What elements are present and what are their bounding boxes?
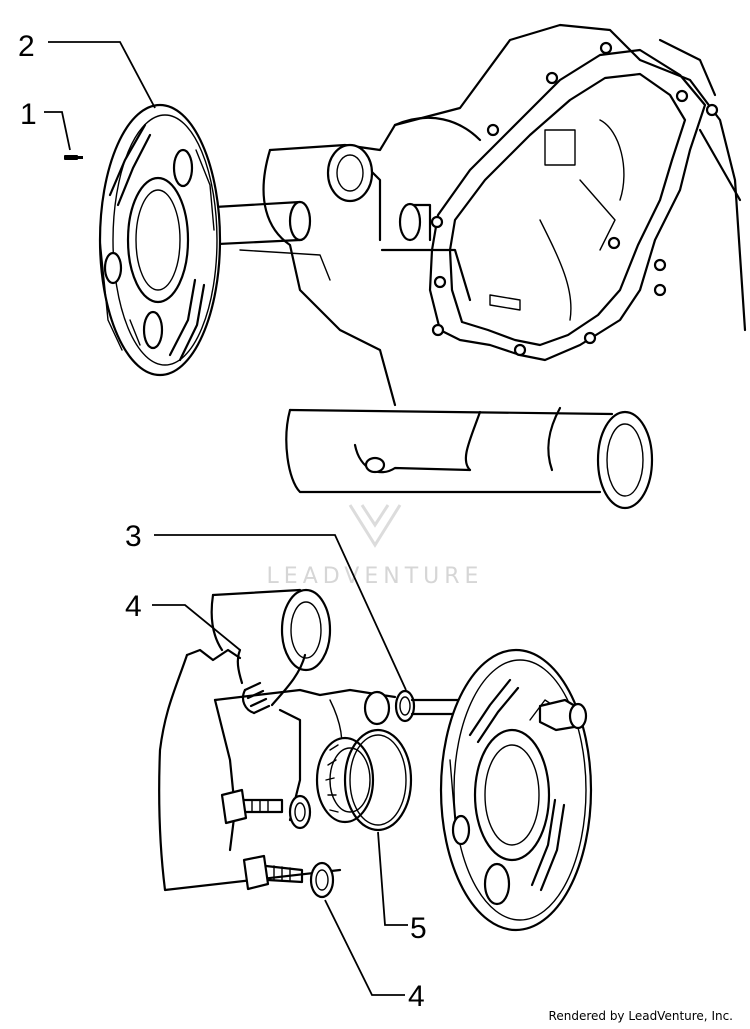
watermark-text: LEADVENTURE (267, 564, 484, 589)
callout-1-label: 1 (20, 98, 37, 131)
return-spring (236, 648, 307, 715)
callout-3-label: 4 (125, 590, 142, 623)
callout-4-upper: 3 (125, 520, 407, 691)
o-ring-shaft (394, 689, 416, 723)
callout-4-lower-label: 4 (408, 980, 425, 1013)
callout-5-label: 5 (410, 912, 427, 945)
callout-5: 5 (377, 831, 427, 945)
stud-lower (242, 854, 304, 891)
callout-4-upper-label: 3 (125, 520, 142, 553)
callout-1: 1 (20, 98, 71, 151)
footer-credit: Rendered by LeadVenture, Inc. (549, 1009, 733, 1023)
o-ring-lower (309, 861, 335, 899)
snap-ring (343, 728, 413, 832)
callout-4-lower: 4 (324, 899, 425, 1013)
housing-cutaway (158, 588, 397, 892)
flange-bolt-holes (430, 41, 719, 357)
callout-3: 4 (125, 590, 241, 651)
callout-2: 2 (18, 30, 156, 109)
stud-upper (220, 788, 284, 825)
callout-2-label: 2 (18, 30, 35, 63)
o-ring-upper (288, 794, 312, 830)
lower-brake-backing-plate (439, 648, 593, 932)
screw (64, 155, 83, 160)
watermark-logo: LEADVENTURE (267, 504, 484, 589)
axle-shaft (196, 200, 331, 281)
brake-backing-plate (98, 103, 222, 377)
swing-arm-tube (285, 406, 654, 510)
gearbox-housing (262, 23, 747, 407)
lower-assembly (158, 588, 593, 932)
upper-assembly (64, 23, 747, 510)
